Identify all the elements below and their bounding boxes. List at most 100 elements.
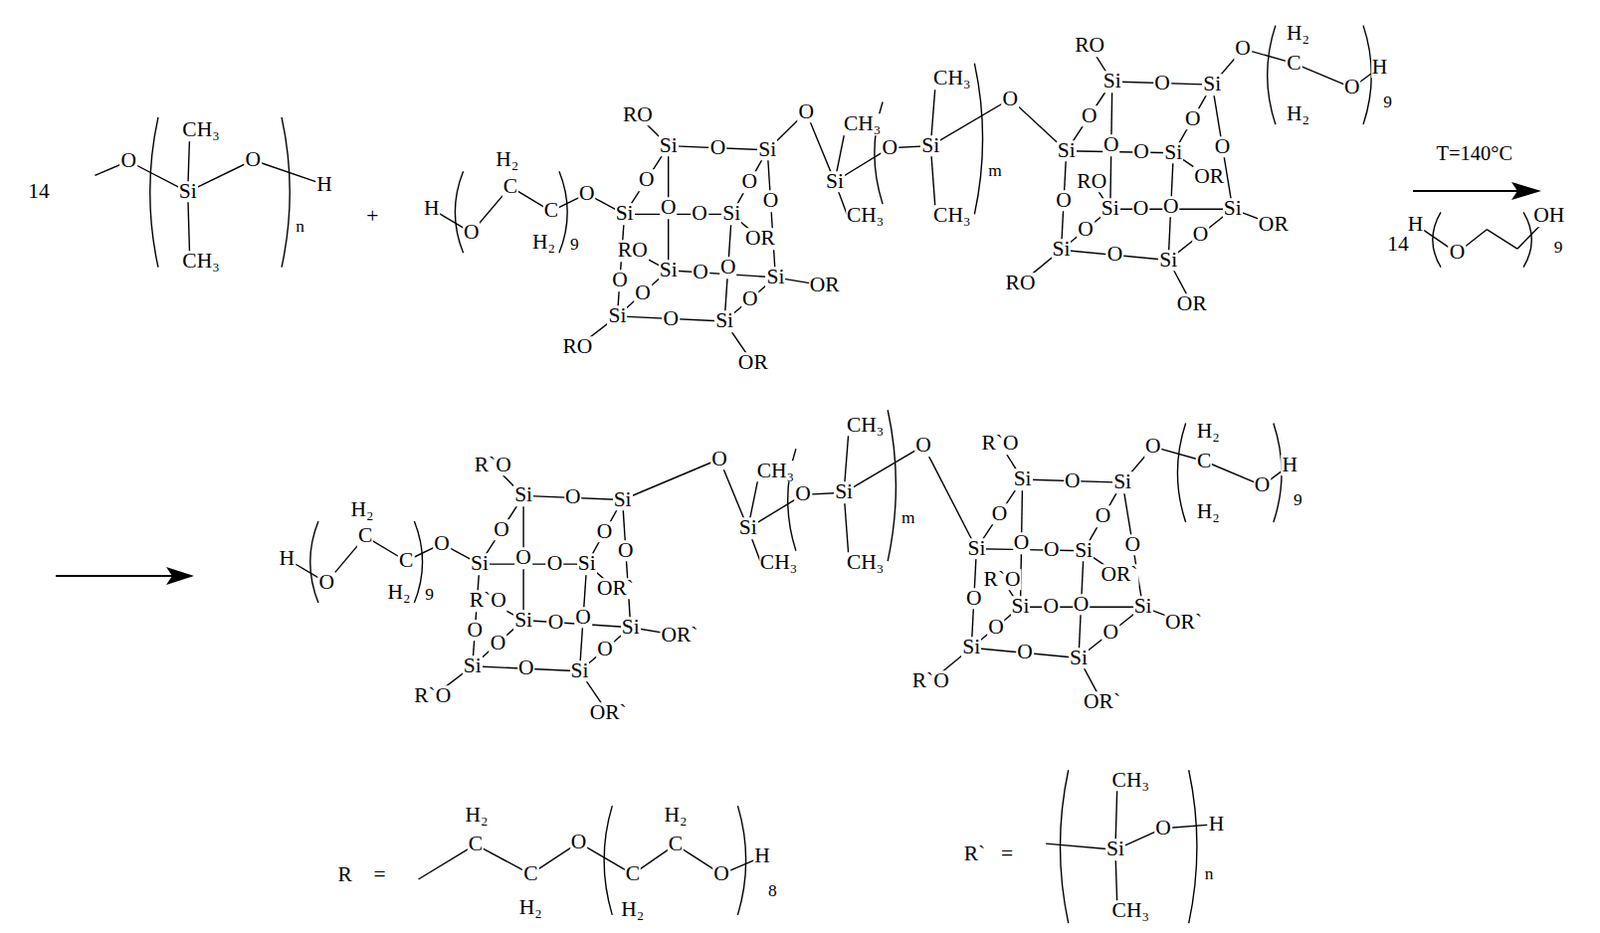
bracket [1177, 423, 1186, 523]
chem-label: C [667, 833, 684, 856]
chem-label: C [1196, 450, 1212, 473]
bond-line [624, 213, 733, 215]
chem-label: Si [961, 636, 982, 659]
chem-label: Si [1056, 140, 1077, 163]
chem-label: O [690, 203, 709, 226]
chem-label: C [398, 550, 414, 573]
chem-label: CH₃ [845, 414, 885, 437]
chem-label: H [1280, 454, 1299, 477]
chem-label: CH₃ [1111, 770, 1151, 793]
chem-label: OR` [1082, 691, 1122, 714]
chem-label: O [1184, 108, 1202, 131]
bond-line [622, 500, 631, 628]
chem-label: H [1207, 813, 1226, 836]
chem-label: CH₃ [845, 205, 885, 228]
chem-label: CH₃ [932, 205, 972, 228]
chem-label: O [517, 657, 536, 680]
chem-label: O [1102, 621, 1121, 644]
chem-label: Si [757, 139, 778, 162]
chem-label: OH [1532, 205, 1566, 228]
chem-label: OR [744, 227, 777, 250]
chem-label: O [691, 261, 710, 284]
bracket [887, 409, 896, 562]
bond-line [843, 445, 924, 493]
chem-label: O [466, 619, 485, 642]
chem-label: m [987, 163, 1003, 181]
chem-label: Si [658, 135, 679, 158]
chem-label: O [1132, 141, 1151, 164]
chem-label: OR [1193, 167, 1225, 190]
chem-label: O [637, 169, 656, 192]
chem-label: O [547, 611, 566, 634]
chem-label: Si [920, 135, 941, 158]
reaction-arrow [55, 575, 178, 578]
chem-label: Si [1201, 73, 1222, 96]
chem-label: 14 [26, 181, 51, 203]
chem-label: O [610, 269, 629, 292]
chem-label: O [462, 221, 481, 244]
bond-line [930, 99, 1010, 147]
chem-label: O [709, 137, 728, 160]
chem-label: Si [1010, 596, 1031, 618]
chem-label: OR` [1099, 565, 1139, 588]
bond-line [472, 564, 480, 667]
chem-label: O [1054, 190, 1073, 212]
chem-label: H₂ [1285, 22, 1311, 45]
chem-label: O [965, 588, 984, 610]
chem-label: H₂ [494, 149, 520, 172]
chem-label: R`O [412, 686, 452, 709]
chem-label: H [277, 548, 296, 571]
chem-label: C [467, 833, 484, 856]
chem-label: CH₃ [845, 552, 885, 575]
chem-label: O [633, 282, 652, 305]
chem-label: H [315, 174, 334, 197]
chem-label: Si [1133, 596, 1154, 618]
bracket [1189, 770, 1198, 924]
chem-label: Si [1102, 70, 1123, 93]
chem-label: O [794, 484, 812, 507]
chem-label: RO [561, 336, 594, 359]
chem-label: OR` [589, 702, 628, 725]
chem-label: O [1012, 532, 1031, 555]
chem-label: O [1132, 198, 1151, 220]
chem-label: T=140°C [1435, 143, 1515, 165]
chem-label: O [1076, 218, 1095, 241]
chem-label: Si [570, 660, 591, 683]
chem-label: Si [1222, 198, 1243, 220]
chem-label: OR [737, 352, 770, 375]
chem-label: O [489, 632, 508, 655]
chem-label: R` [963, 844, 988, 867]
chem-label: Si [833, 482, 854, 505]
chem-label: Si [1100, 198, 1121, 220]
chem-label: O [244, 149, 263, 172]
bracket [1267, 25, 1276, 125]
chem-label: H₂ [662, 805, 688, 828]
chem-label: C [624, 863, 641, 886]
chem-label: O [432, 533, 451, 556]
bracket [1432, 211, 1441, 267]
bond-line [616, 213, 624, 317]
chem-label: C [1285, 52, 1302, 75]
chem-label: O [514, 547, 533, 570]
chem-label: H [1371, 56, 1390, 79]
chem-label: O [574, 606, 593, 629]
chem-label: RO [1004, 272, 1037, 295]
chem-label: OR [1257, 213, 1290, 236]
chem-label: O [1144, 435, 1163, 458]
bracket [1060, 770, 1069, 924]
chem-label: O [616, 540, 635, 563]
chem-label: 8 [767, 883, 779, 901]
chem-label: O [1233, 37, 1252, 60]
chem-label: CH₃ [759, 552, 799, 575]
chem-label: O [762, 190, 781, 212]
chem-label: R`O [468, 590, 508, 612]
bracket [737, 805, 746, 916]
chem-label: CH₃ [756, 460, 796, 483]
chem-label: O [719, 256, 738, 279]
bracket [974, 63, 983, 215]
chem-label: RO [616, 240, 649, 263]
chem-label: R [336, 864, 353, 887]
chem-label: 9 [1553, 238, 1565, 256]
chem-label: C [522, 863, 539, 886]
chem-label: Si [620, 616, 641, 639]
